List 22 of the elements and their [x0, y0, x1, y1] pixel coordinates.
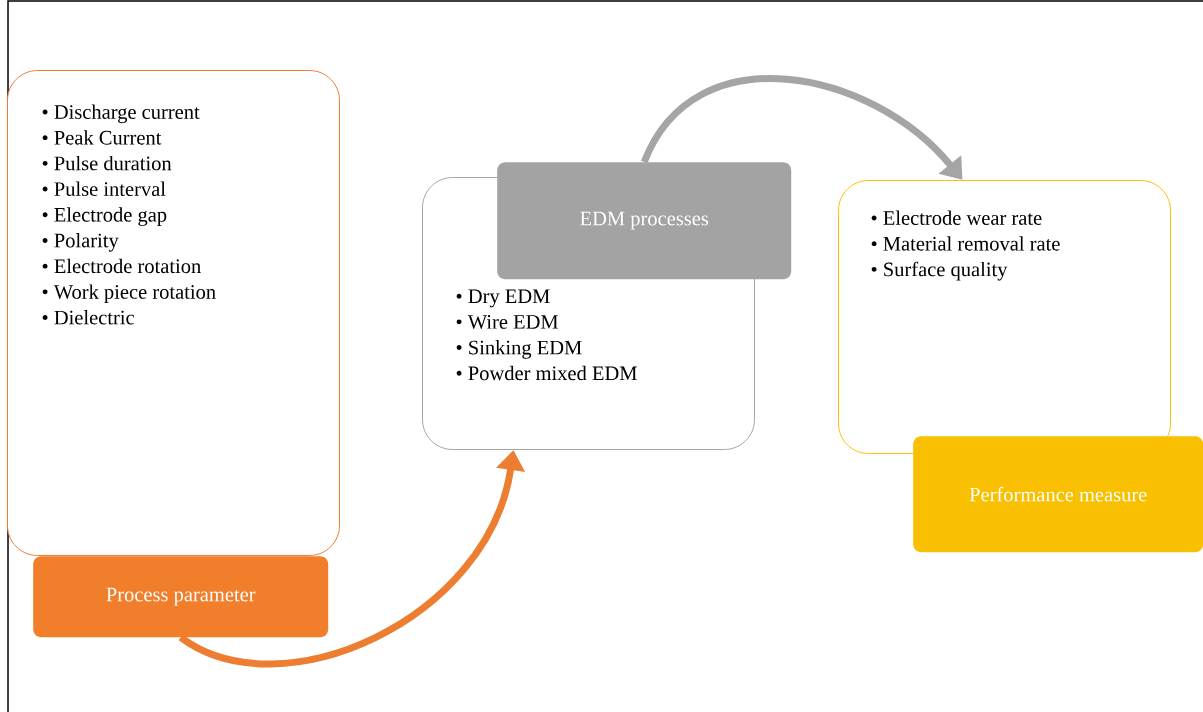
list-box	[7, 70, 340, 556]
list-item: • Electrode gap	[42, 207, 167, 226]
list-box	[838, 180, 1171, 454]
list-item: • Sinking EDM	[456, 340, 582, 359]
list-item: • Powder mixed EDM	[456, 365, 637, 381]
title-box: EDM processes	[497, 162, 792, 280]
list-item: • Peak Current	[42, 130, 162, 145]
list-item: • Pulse duration	[42, 155, 172, 171]
list-item: • Wire EDM	[456, 315, 558, 329]
title-box: Performance measure	[913, 436, 1203, 553]
title-box: Process parameter	[33, 556, 329, 638]
list-item: • Polarity	[42, 233, 119, 252]
list-item: • Discharge current	[42, 104, 200, 124]
list-item: • Surface quality	[871, 261, 1008, 281]
list-item: • Dielectric	[42, 310, 134, 325]
list-item: • Electrode wear rate	[871, 210, 1042, 225]
list-item: • Dry EDM	[456, 289, 550, 308]
list-item: • Electrode rotation	[42, 258, 201, 274]
list-item: • Work piece rotation	[42, 284, 216, 303]
curved-arrow	[641, 75, 963, 180]
list-item: • Pulse interval	[42, 181, 166, 197]
list-item: • Material removal rate	[871, 236, 1060, 251]
